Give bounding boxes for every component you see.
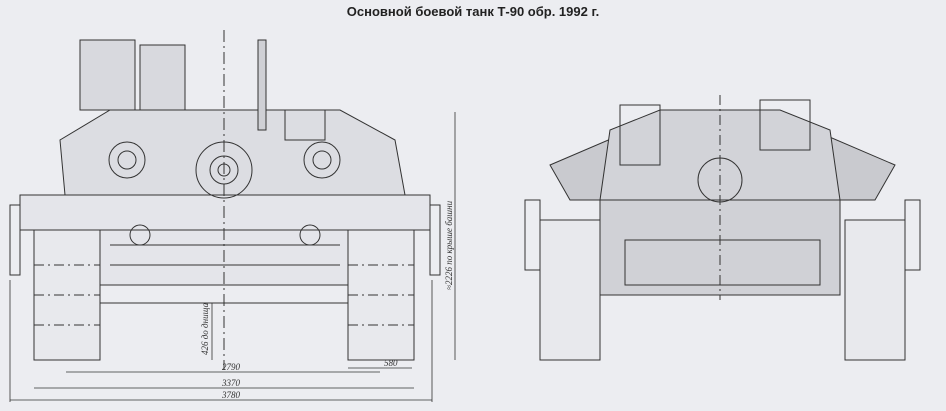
front-view <box>9 30 441 370</box>
dim-track-center: 2790 <box>222 362 241 372</box>
turret <box>59 39 406 199</box>
dimension-lines <box>9 112 456 402</box>
antenna-mast <box>257 39 267 131</box>
dim-hull-width: 3370 <box>221 378 241 388</box>
left-track <box>33 224 101 361</box>
dim-clearance: 426 до днища <box>200 302 210 355</box>
drawing-title: Основной боевой танк Т-90 обр. 1992 г. <box>346 4 600 19</box>
right-track <box>347 224 415 361</box>
dim-track-width: 580 <box>384 358 398 368</box>
dim-overall-width: 3780 <box>221 390 241 400</box>
section-view <box>524 95 921 361</box>
dim-height: ≈2226 по крыше башни <box>444 200 454 290</box>
